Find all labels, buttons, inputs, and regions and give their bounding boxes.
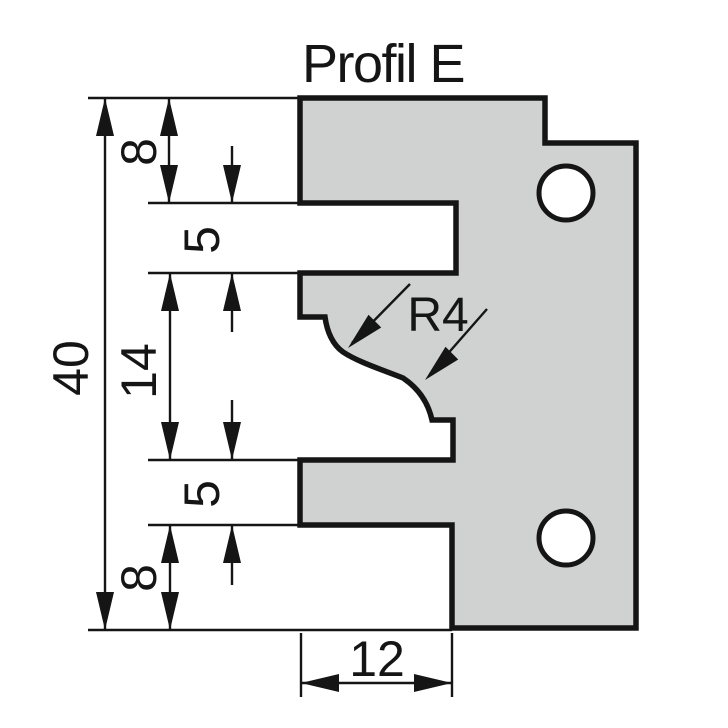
dim-arrow-up xyxy=(161,273,179,311)
dim-arrow-up xyxy=(96,98,114,136)
mounting-hole-bottom xyxy=(536,508,596,568)
radius-callout: R4 xyxy=(348,283,488,380)
dim-arrow-down xyxy=(161,592,179,630)
dim-arrow-left xyxy=(301,674,339,692)
extension-line-set xyxy=(88,96,454,697)
leader-arrow-upper xyxy=(348,314,382,348)
dim-arrow-up xyxy=(223,273,241,311)
dim-label-8-top: 8 xyxy=(111,138,167,166)
dimension-profile-section: 14 xyxy=(111,273,179,460)
dim-arrow-up xyxy=(223,525,241,563)
dim-arrow-up xyxy=(160,98,178,136)
dim-arrow-up xyxy=(161,525,179,563)
dim-arrow-down xyxy=(161,422,179,460)
dim-arrow-down xyxy=(223,165,241,203)
dim-arrow-down xyxy=(223,422,241,460)
dim-label-5-bottom: 5 xyxy=(174,480,230,508)
dim-arrow-down xyxy=(96,592,114,630)
leader-arrow-lower xyxy=(425,346,459,380)
dimension-bottom-segment: 8 xyxy=(111,525,179,630)
dim-label-12: 12 xyxy=(349,631,405,687)
dim-label-40: 40 xyxy=(43,340,99,396)
dimension-bottom-width: 12 xyxy=(301,631,452,692)
dimension-top-segment: 8 xyxy=(111,98,178,203)
dimension-lower-groove: 5 xyxy=(174,400,241,585)
extension-lines xyxy=(88,96,454,697)
radius-label: R4 xyxy=(407,289,468,342)
dim-label-14: 14 xyxy=(111,343,167,399)
dimension-total-height: 40 xyxy=(43,98,114,630)
dim-label-5-top: 5 xyxy=(174,226,230,254)
dim-arrow-down xyxy=(160,165,178,203)
dim-arrow-right xyxy=(414,674,452,692)
dimension-upper-groove: 5 xyxy=(174,146,241,332)
dim-label-8-bottom: 8 xyxy=(111,564,167,592)
drawing-title: Profil E xyxy=(302,34,464,94)
mounting-hole-top xyxy=(536,163,596,223)
